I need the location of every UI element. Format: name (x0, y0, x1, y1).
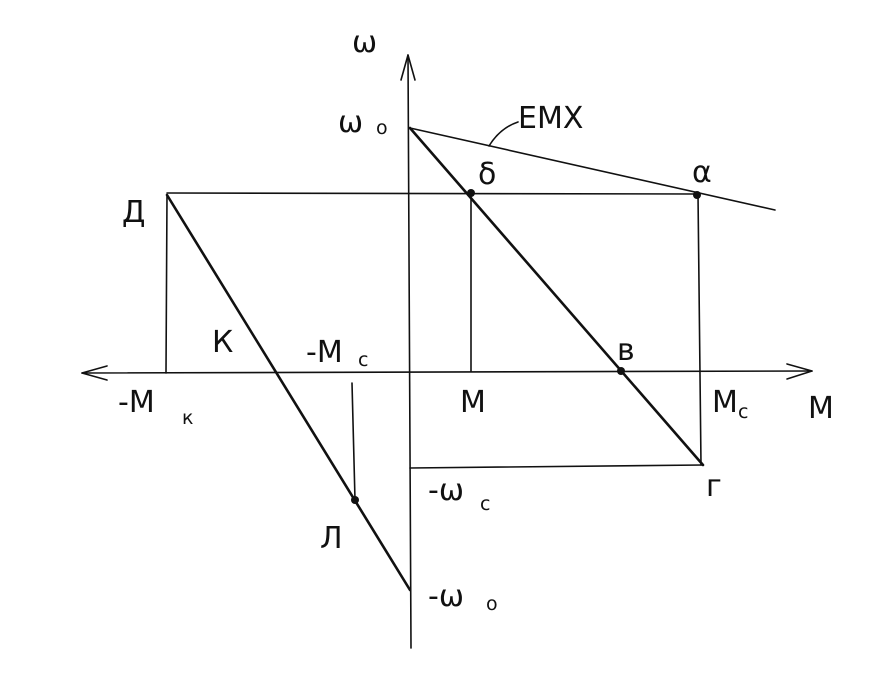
point-l (351, 496, 359, 504)
point-a (693, 191, 701, 199)
neg-omega0-label: -ω (428, 579, 464, 614)
m-axis-label: M (808, 391, 834, 426)
point-l-label: Л (320, 521, 343, 556)
mc-sub: c (738, 401, 748, 423)
neg-omega-c-label: -ω (428, 473, 464, 508)
neg-mk-label: -M (118, 385, 155, 420)
neg-mc-label: -M (306, 335, 343, 370)
point-k-label: К (212, 325, 233, 360)
point-v (617, 367, 625, 375)
m-axis-arrow-right (786, 363, 813, 380)
point-v-label: в (617, 333, 635, 368)
vertical-neg-mk (165, 194, 168, 374)
neg-omega-c-sub: c (480, 493, 490, 515)
point-b (467, 189, 475, 197)
neg-omega0-sub: o (486, 593, 498, 615)
omega0-label: ω (338, 105, 363, 140)
omega0-sub: o (376, 117, 388, 139)
omega-axis (407, 54, 412, 649)
m-axis-arrow-left (81, 365, 108, 381)
neg-mk-sub: к (182, 407, 193, 429)
level-line-d-a (166, 192, 698, 195)
emx-leader (488, 121, 519, 147)
vertical-mc (697, 193, 702, 466)
emx-label: EMX (518, 101, 583, 136)
point-d-label: Д (122, 195, 145, 230)
point-a-label: α (692, 155, 712, 190)
m-point-label: M (460, 385, 486, 420)
m-axis (81, 370, 813, 374)
point-b-label: δ (478, 157, 496, 192)
neg-mc-sub: c (358, 349, 368, 371)
omega-axis-label: ω (352, 25, 377, 60)
mc-label: M (712, 385, 738, 420)
omega-axis-arrow (400, 54, 416, 81)
point-g-label: г (706, 469, 722, 504)
level-line-neg-omega-c (409, 464, 704, 469)
forward-characteristic (408, 126, 705, 467)
emx-line (409, 127, 776, 211)
vertical-neg-mc (351, 382, 356, 501)
reverse-characteristic (165, 193, 412, 592)
